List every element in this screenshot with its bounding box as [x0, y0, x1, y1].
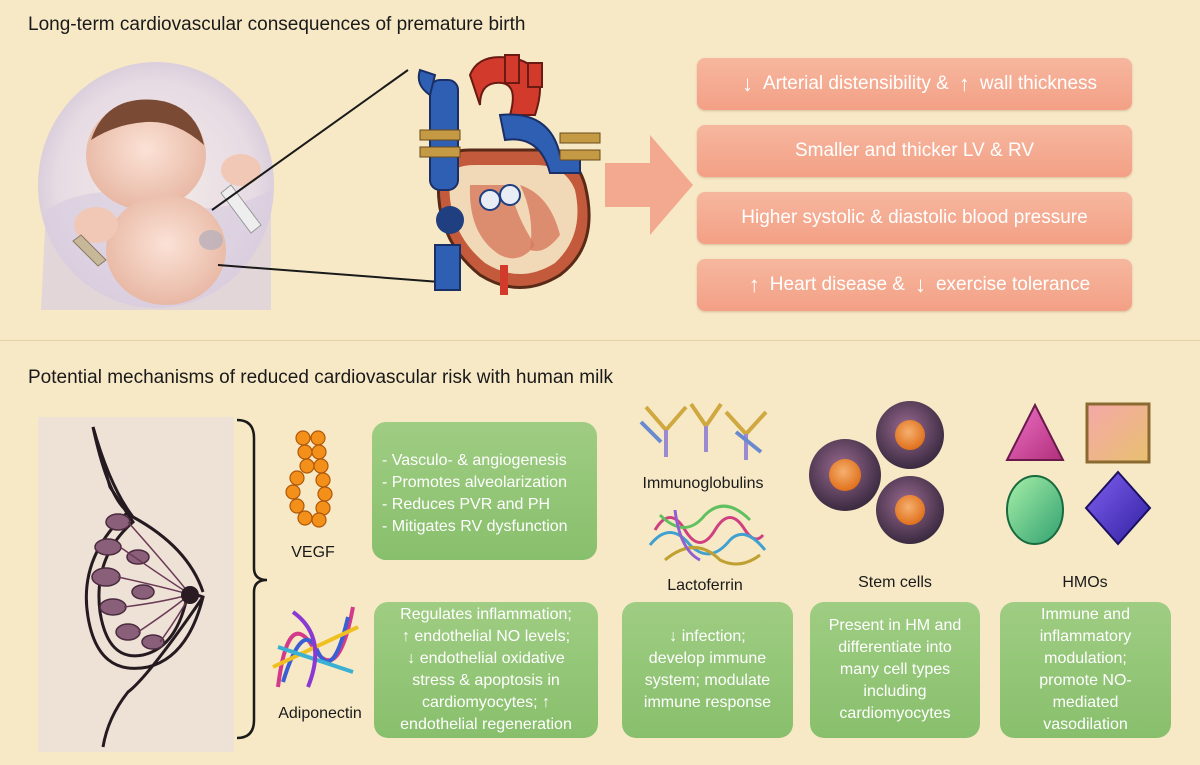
- heart-illustration: [417, 54, 601, 295]
- vegf-effect-item: - Promotes alveolarization: [382, 474, 567, 491]
- stem-cells-icon: [809, 401, 944, 544]
- down-arrow-icon: ↓: [741, 71, 753, 96]
- adiponectin-effects-box: Regulates inflammation; ↑ endothelial NO…: [374, 602, 598, 738]
- up-arrow-icon: ↑: [748, 272, 760, 297]
- up-arrow-icon: ↑: [958, 71, 970, 96]
- section-title-mechanisms: Potential mechanisms of reduced cardiova…: [28, 367, 614, 388]
- stem-cells-effects-box: Present in HM and differentiate into man…: [810, 602, 980, 738]
- vegf-effects-box: - Vasculo- & angiogenesis - Promotes alv…: [372, 422, 597, 560]
- immune-effects-box: ↓ infection; develop immune system; modu…: [622, 602, 793, 738]
- vegf-effect-item: - Vasculo- & angiogenesis: [382, 452, 567, 469]
- immunoglobulin-antibody-icon: [639, 402, 768, 460]
- breast-anatomy-illustration: [38, 417, 234, 752]
- outcome-arterial: ↓ Arterial distensibility & ↑ wall thick…: [697, 58, 1132, 110]
- stem-cells-label: Stem cells: [858, 574, 932, 591]
- vegf-effect-item: - Mitigates RV dysfunction: [382, 518, 568, 535]
- section-title-consequences: Long-term cardiovascular consequences of…: [28, 14, 526, 35]
- grouping-bracket: [236, 418, 268, 740]
- lactoferrin-label: Lactoferrin: [667, 577, 743, 594]
- hmo-shapes-icon: [1005, 402, 1152, 546]
- vegf-molecule-icon: [285, 430, 333, 528]
- vegf-label: VEGF: [291, 544, 335, 561]
- adiponectin-label: Adiponectin: [278, 705, 362, 722]
- outcome-ventricles: Smaller and thicker LV & RV: [697, 125, 1132, 177]
- section-divider: [0, 340, 1200, 341]
- outcome-heart-disease: ↑ Heart disease & ↓ exercise tolerance: [697, 259, 1132, 311]
- big-right-arrow: [605, 135, 693, 235]
- hmos-effects-box: Immune and inflammatory modulation; prom…: [1000, 602, 1171, 738]
- vegf-effect-item: - Reduces PVR and PH: [382, 496, 551, 513]
- outcome-blood-pressure: Higher systolic & diastolic blood pressu…: [697, 192, 1132, 244]
- adiponectin-molecule-icon: [272, 606, 359, 688]
- premature-baby-illustration: [38, 62, 274, 310]
- hmos-label: HMOs: [1062, 574, 1108, 591]
- down-arrow-icon: ↓: [914, 272, 926, 297]
- immunoglobulins-label: Immunoglobulins: [642, 475, 764, 492]
- lactoferrin-protein-icon: [648, 504, 767, 566]
